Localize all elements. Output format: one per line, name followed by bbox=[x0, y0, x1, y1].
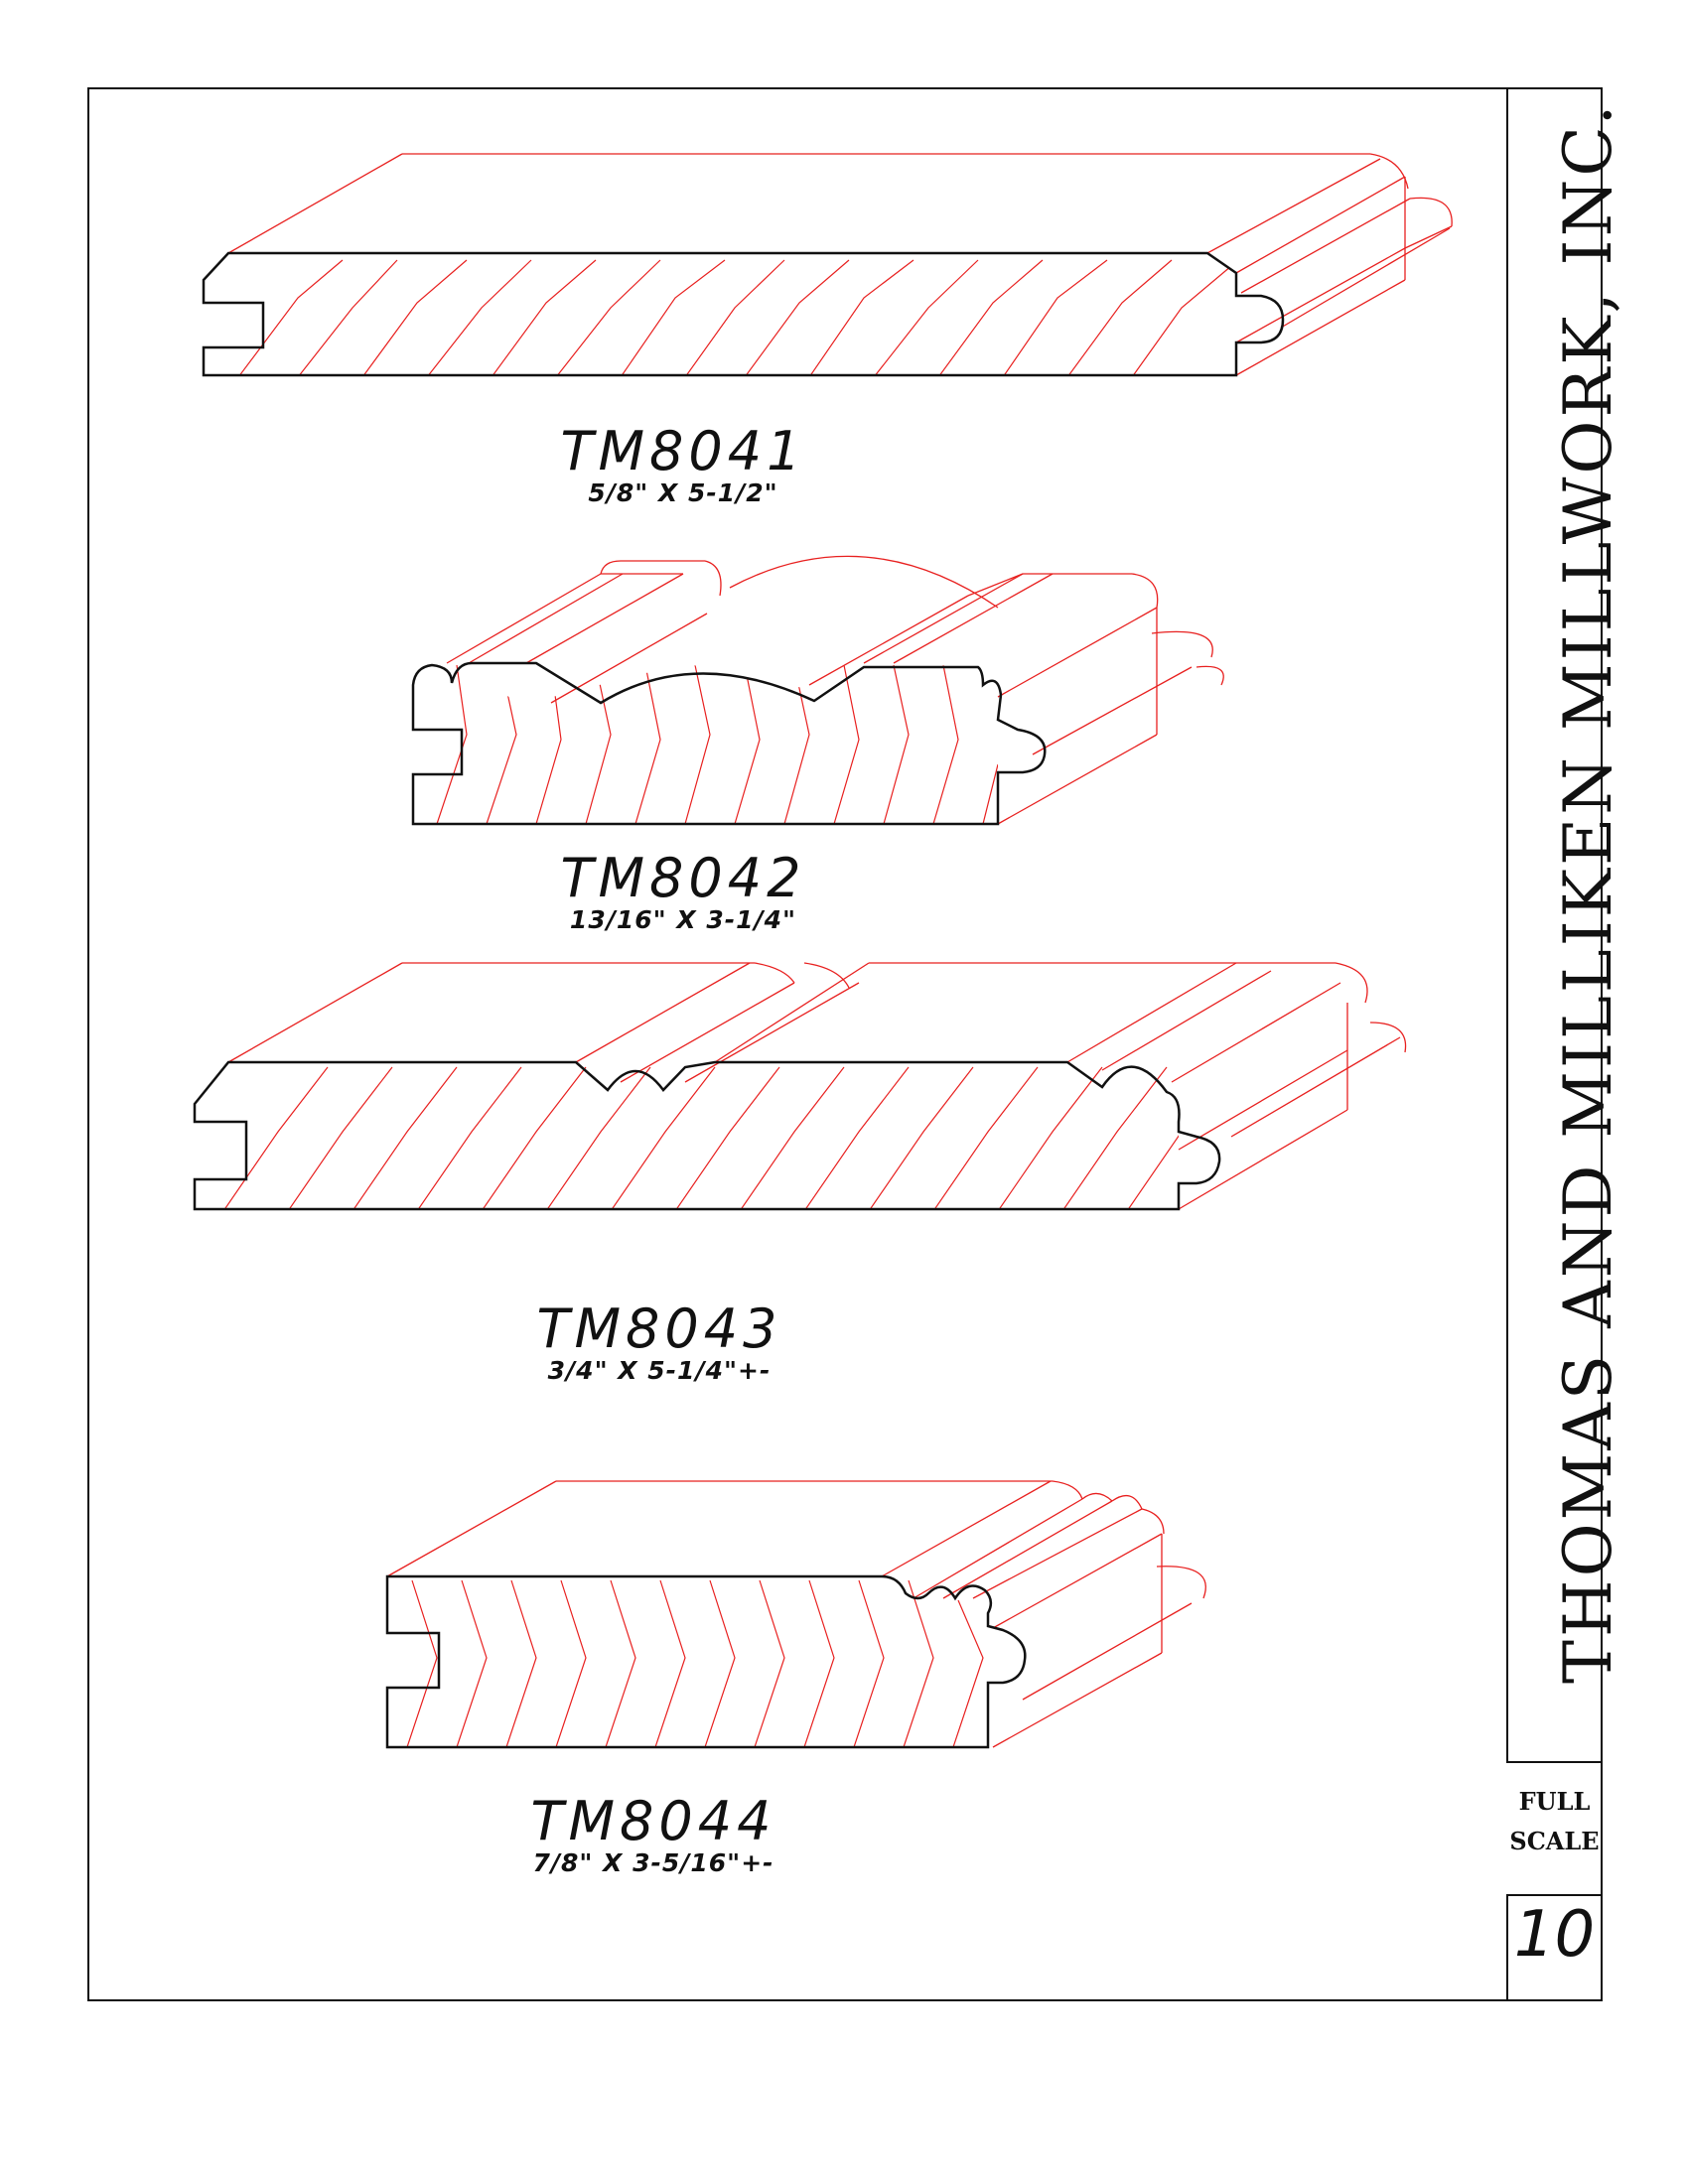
profile-label-tm8041: TM8041 5/8" X 5-1/2" bbox=[435, 420, 931, 507]
profile-dimensions: 7/8" X 3-5/16"+- bbox=[532, 1848, 774, 1877]
tm8043-grain bbox=[222, 1066, 1179, 1209]
title-block bbox=[1506, 87, 1603, 1763]
scale-label-line1: FULL bbox=[1518, 1787, 1591, 1816]
scale-label-line2: SCALE bbox=[1509, 1827, 1600, 1855]
tm8043-perspective bbox=[227, 962, 1407, 1210]
profile-tm8044 bbox=[385, 1480, 1206, 1749]
tm8044-grain bbox=[406, 1579, 984, 1747]
profile-tm8041 bbox=[202, 153, 1453, 377]
profile-dimensions: 3/4" X 5-1/4"+- bbox=[547, 1356, 772, 1385]
profile-name: TM8042 bbox=[560, 847, 806, 909]
profile-name: TM8044 bbox=[530, 1790, 776, 1852]
tm8044-perspective bbox=[386, 1480, 1206, 1748]
profile-tm8043 bbox=[193, 962, 1407, 1211]
tm8044-outline bbox=[385, 1574, 1027, 1749]
profile-name: TM8041 bbox=[560, 420, 806, 482]
tm8042-outline bbox=[411, 661, 1047, 826]
sheet-number: 10 bbox=[1513, 1898, 1596, 1972]
sheet-number-box bbox=[1506, 1894, 1603, 2001]
profile-label-tm8043: TM8043 3/4" X 5-1/4"+- bbox=[411, 1297, 908, 1385]
sheet-border bbox=[87, 87, 1603, 2001]
profile-dimensions: 5/8" X 5-1/2" bbox=[588, 478, 778, 507]
profile-name: TM8043 bbox=[536, 1297, 782, 1360]
tm8043-outline bbox=[193, 1060, 1221, 1211]
tm8042-grain bbox=[436, 664, 998, 824]
profile-label-tm8042: TM8042 13/16" X 3-1/4" bbox=[435, 847, 931, 934]
tm8042-perspective bbox=[446, 555, 1224, 825]
tm8041-outline bbox=[202, 251, 1285, 377]
profile-dimensions: 13/16" X 3-1/4" bbox=[569, 905, 797, 934]
tm8041-perspective bbox=[227, 153, 1453, 376]
profile-label-tm8044: TM8044 7/8" X 3-5/16"+- bbox=[405, 1790, 902, 1877]
tm8041-grain bbox=[237, 259, 1232, 375]
profile-tm8042 bbox=[411, 555, 1224, 826]
